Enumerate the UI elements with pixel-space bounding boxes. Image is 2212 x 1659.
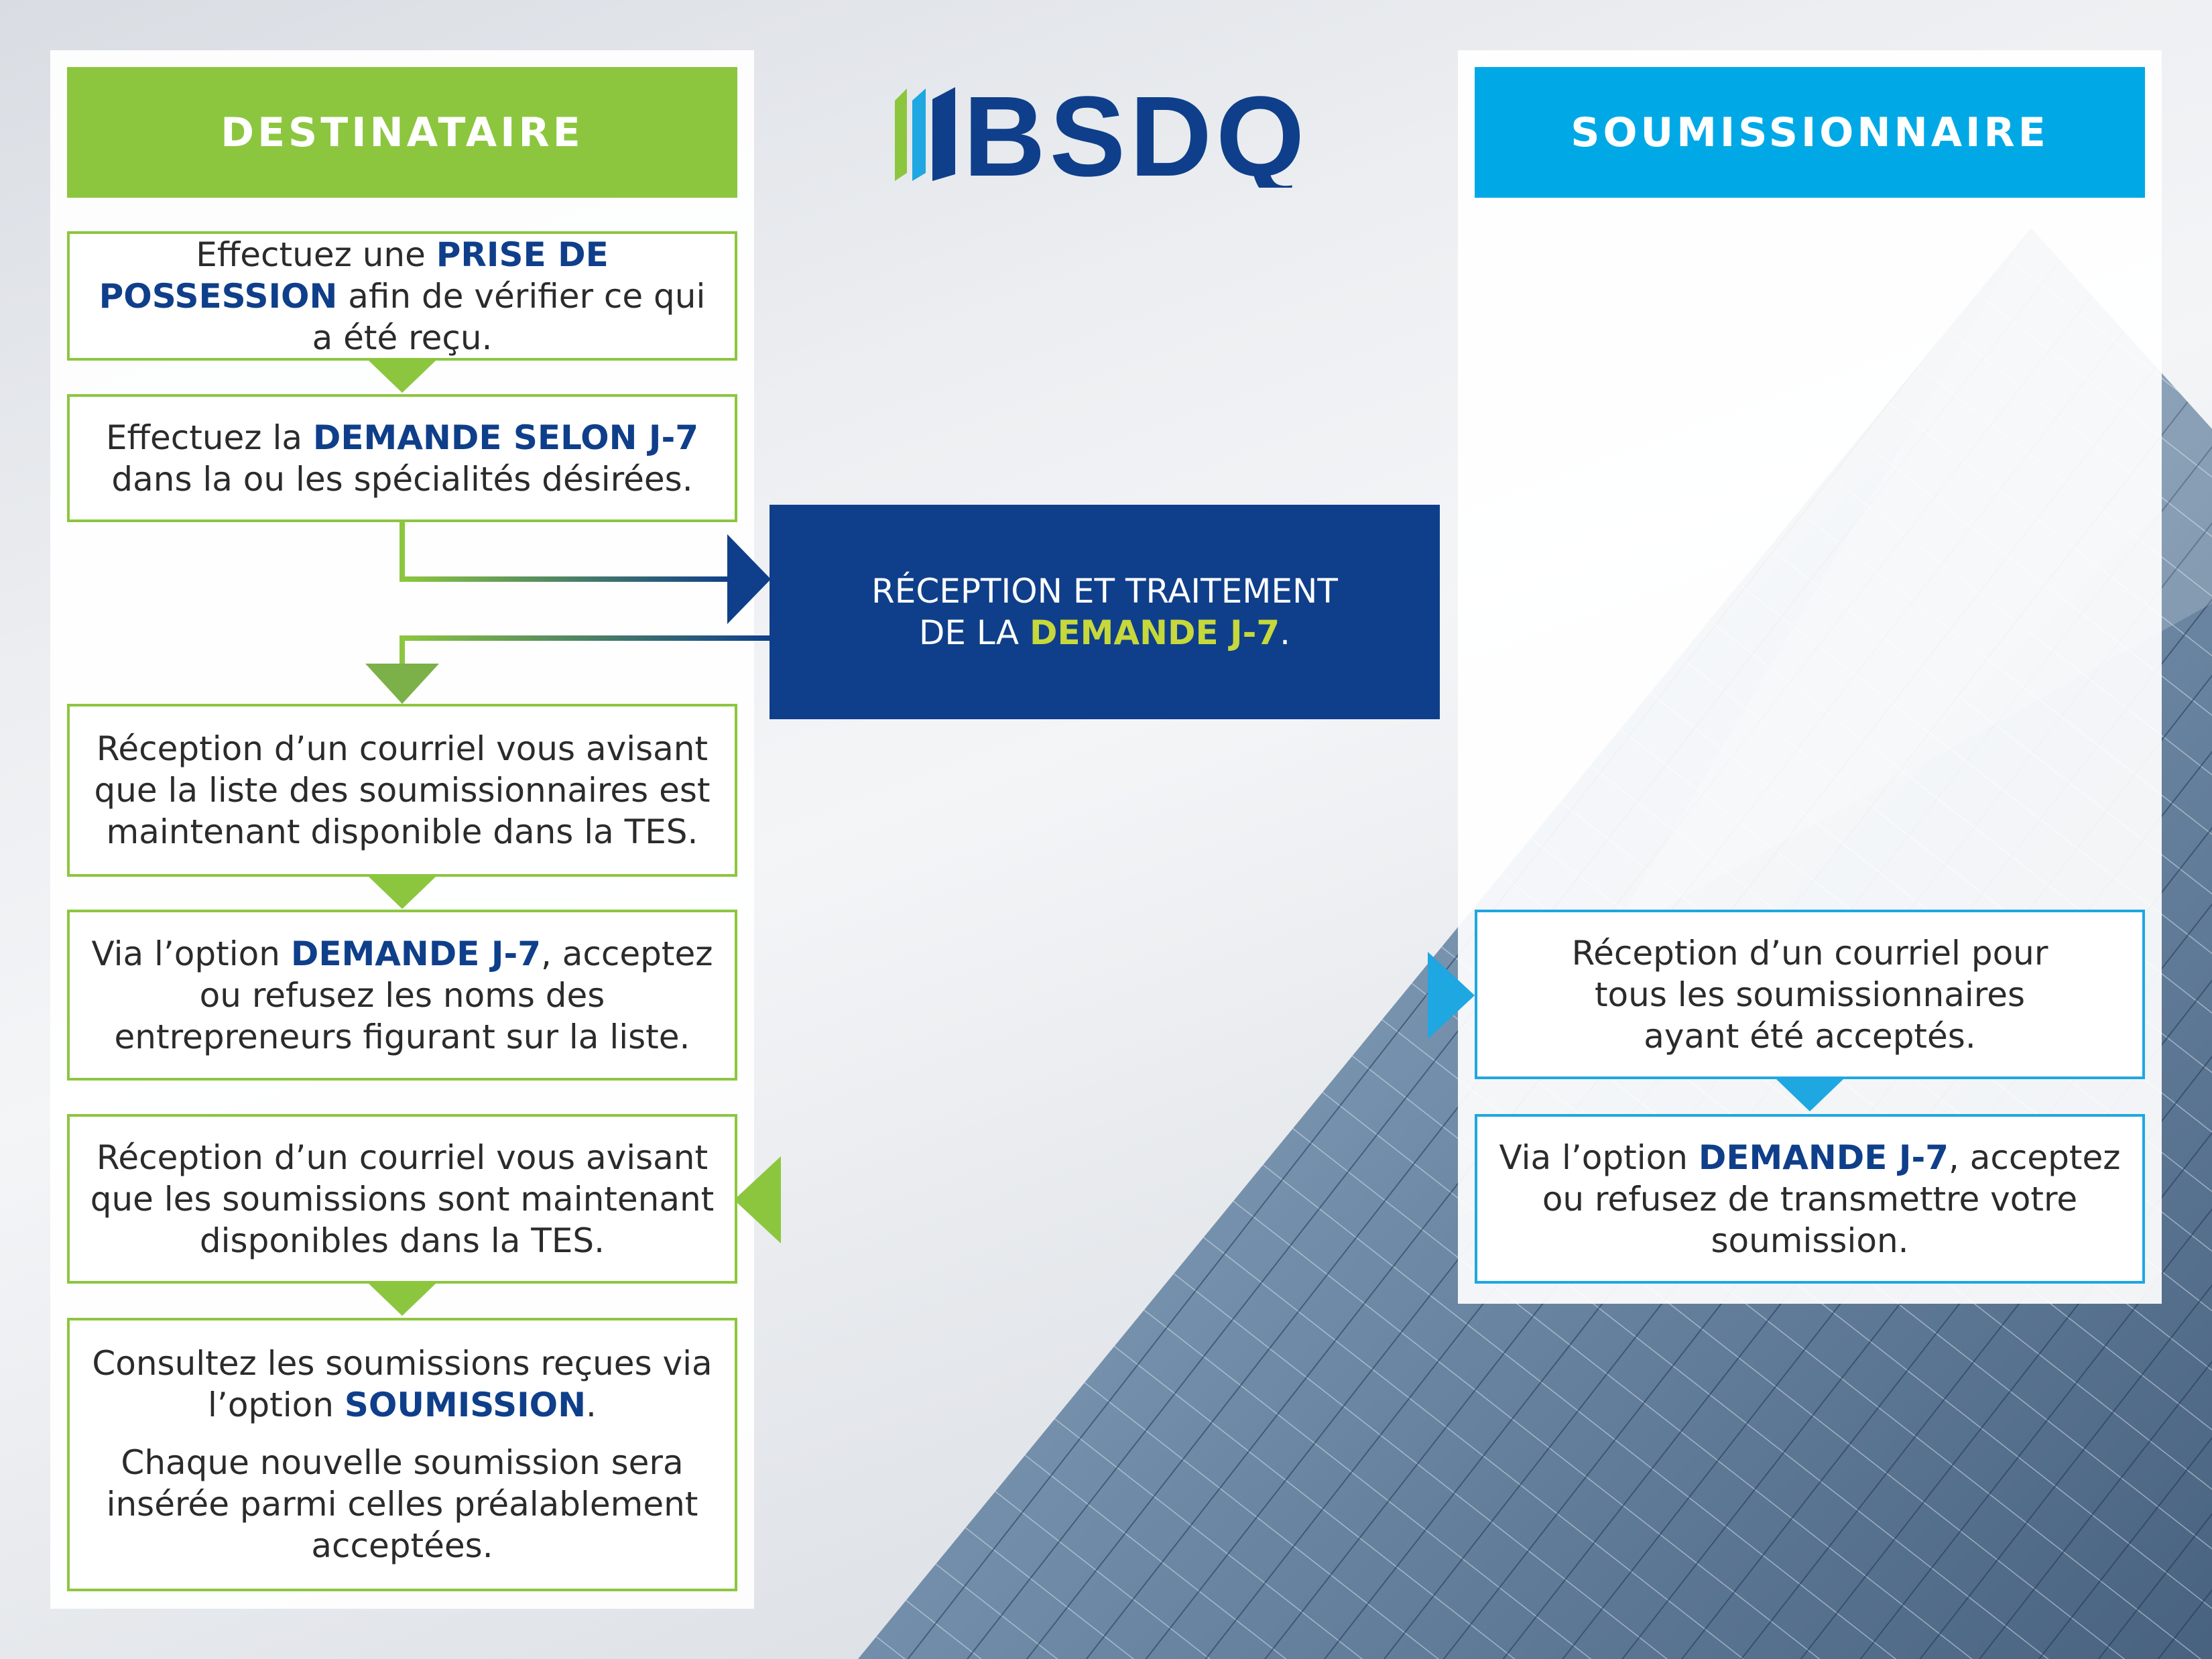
step-text: Effectuez la — [105, 418, 313, 457]
step-text: afin de vérifier ce qui a été reçu. — [312, 276, 706, 357]
bsdq-logo: BSDQ — [895, 80, 1308, 188]
bsdq-logo-mark — [895, 87, 955, 181]
reception-traitement-box: RÉCEPTION ET TRAITEMENT DE LA DEMANDE J-… — [770, 505, 1440, 719]
soumissionnaire-header: SOUMISSIONNAIRE — [1475, 67, 2145, 198]
step-consulter-soumissions: Consultez les soumissions reçues via l’o… — [67, 1318, 737, 1591]
center-text: RÉCEPTION ET TRAITEMENT DE LA — [871, 572, 1338, 652]
step-text: Réception d’un courriel pour tous les so… — [1571, 933, 2048, 1056]
step-text: Effectuez une — [196, 235, 436, 274]
down-arrow-1 — [369, 361, 436, 393]
step-text: Via l’option — [91, 934, 291, 973]
destinataire-header: DESTINATAIRE — [67, 67, 737, 198]
step-demande-selon-j7: Effectuez la DEMANDE SELON J-7 dans la o… — [67, 394, 737, 522]
step-prise-de-possession: Effectuez une PRISE DE POSSESSION afin d… — [67, 231, 737, 361]
step-text: . — [586, 1386, 597, 1424]
step-highlight: DEMANDE SELON J-7 — [312, 418, 699, 457]
step-soumissions-disponibles: Réception d’un courriel vous avisant que… — [67, 1114, 737, 1284]
down-arrow-3 — [369, 877, 436, 909]
down-arrow-right — [1776, 1079, 1843, 1111]
step-courriel-soumissionnaires: Réception d’un courriel pour tous les so… — [1475, 910, 2145, 1079]
step-highlight: PRISE DE POSSESSION — [99, 235, 609, 316]
step-text: dans la ou les spécialités désirées. — [111, 459, 693, 499]
step-note: Chaque nouvelle soumission sera insérée … — [106, 1443, 698, 1565]
bsdq-logo-text: BSDQ — [963, 80, 1308, 188]
down-arrow-5 — [369, 1284, 436, 1316]
step-text: Consultez les soumissions reçues via l’o… — [92, 1344, 713, 1424]
step-text: , acceptez ou refusez les noms des entre… — [114, 934, 713, 1056]
step-highlight: DEMANDE J-7 — [1698, 1138, 1949, 1177]
step-accepter-refuser-noms: Via l’option DEMANDE J-7, acceptez ou re… — [67, 910, 737, 1081]
step-text: Réception d’un courriel vous avisant que… — [90, 1138, 715, 1260]
step-highlight: SOUMISSION — [344, 1386, 587, 1424]
step-highlight: DEMANDE J-7 — [290, 934, 541, 973]
step-text: , acceptez ou refusez de transmettre vot… — [1542, 1138, 2121, 1260]
step-text: Via l’option — [1499, 1138, 1699, 1177]
step-transmettre-soumission: Via l’option DEMANDE J-7, acceptez ou re… — [1475, 1114, 2145, 1284]
step-liste-soumissionnaires: Réception d’un courriel vous avisant que… — [67, 704, 737, 877]
center-text: . — [1280, 613, 1291, 652]
step-text: Réception d’un courriel vous avisant que… — [94, 729, 711, 851]
center-highlight: DEMANDE J-7 — [1030, 613, 1280, 652]
